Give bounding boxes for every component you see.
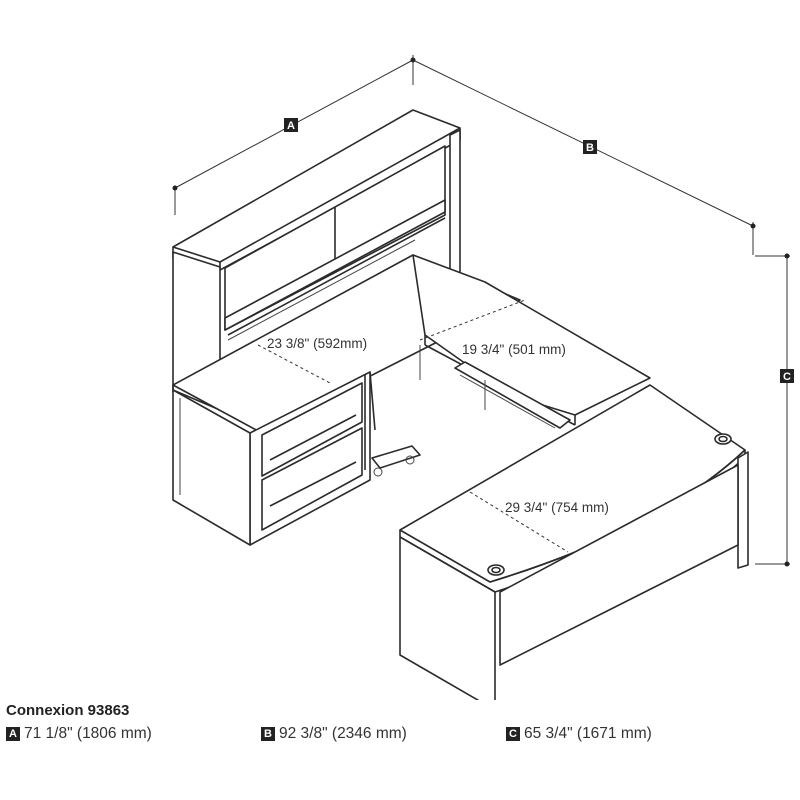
- desk-diagram: A B C: [172, 55, 794, 700]
- model-name: Connexion 93863: [6, 702, 130, 719]
- dimension-c-value: 65 3/4" (1671 mm): [524, 725, 652, 742]
- badge-c-icon: C: [506, 727, 520, 741]
- dimension-b-value: 92 3/8" (2346 mm): [279, 725, 407, 742]
- badge-c: C: [780, 369, 794, 383]
- dimension-legend: Connexion 93863 A 71 1/8" (1806 mm) B 92…: [6, 702, 796, 747]
- dimension-a-value: 71 1/8" (1806 mm): [24, 725, 152, 742]
- legend-item-a: A 71 1/8" (1806 mm): [6, 725, 152, 743]
- svg-text:B: B: [586, 142, 594, 154]
- svg-text:19 3/4" (501 mm): 19 3/4" (501 mm): [462, 342, 566, 357]
- legend-item-b: B 92 3/8" (2346 mm): [261, 725, 407, 743]
- badge-b-icon: B: [261, 727, 275, 741]
- legend-item-c: C 65 3/4" (1671 mm): [506, 725, 652, 743]
- svg-text:A: A: [287, 120, 295, 132]
- badge-a-icon: A: [6, 727, 20, 741]
- svg-text:23 3/8" (592mm): 23 3/8" (592mm): [267, 336, 367, 351]
- badge-b: B: [583, 140, 597, 154]
- bow-front-desk: 29 3/4" (754 mm): [399, 384, 749, 700]
- svg-text:29 3/4" (754 mm): 29 3/4" (754 mm): [505, 500, 609, 515]
- badge-a: A: [284, 118, 298, 132]
- bridge: 19 3/4" (501 mm): [412, 254, 651, 429]
- svg-text:C: C: [783, 371, 791, 383]
